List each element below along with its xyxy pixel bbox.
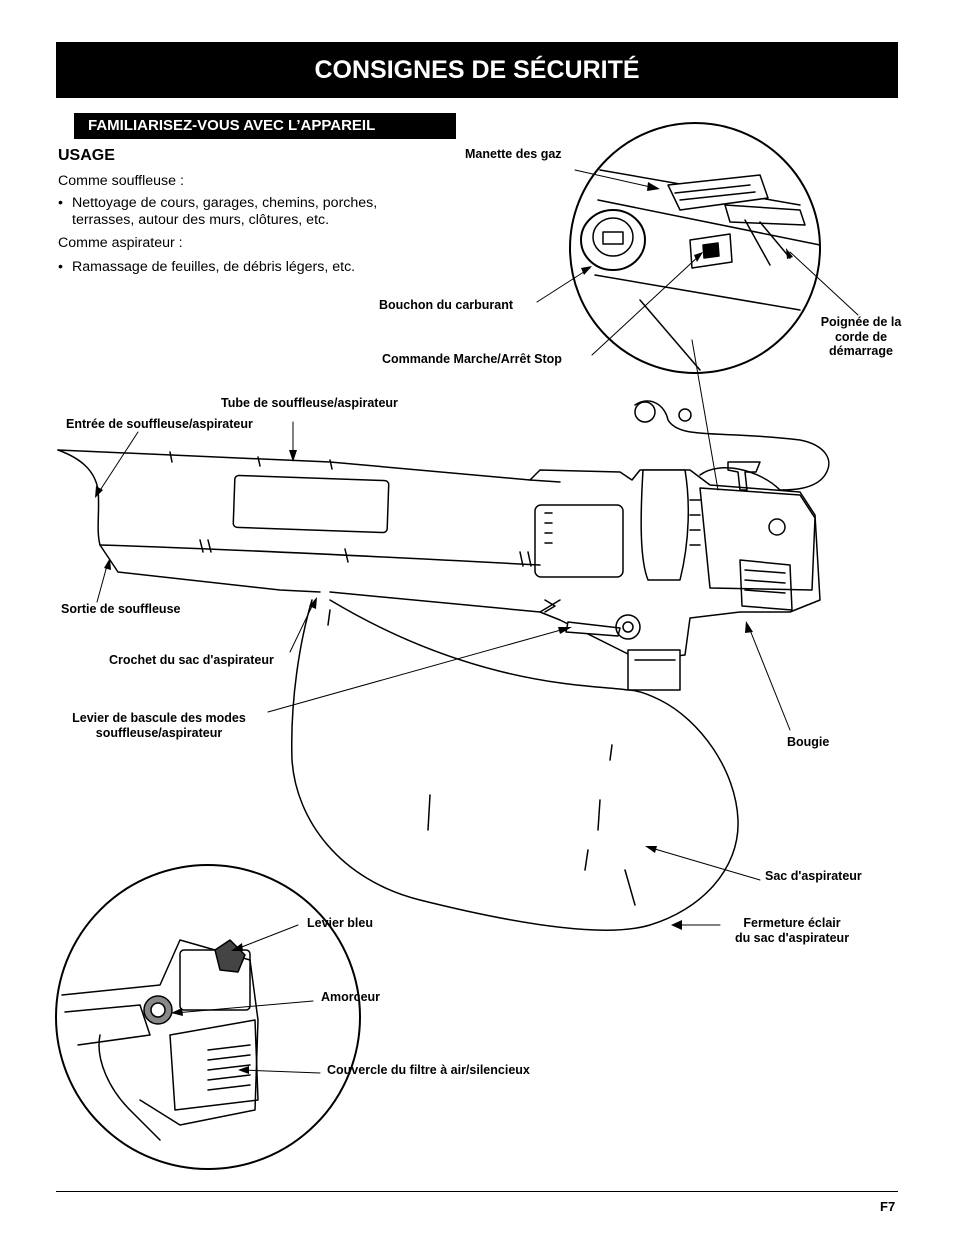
page-title: CONSIGNES DE SÉCURITÉ [56,42,898,98]
label-vacuum-bag: Sac d'aspirateur [765,869,862,883]
bullet-marker: • [58,259,63,275]
label-starter-line1: Poignée de la [820,315,902,329]
label-primer: Amorceur [321,990,381,1004]
vacuum-bullet: • Ramassage de feuilles, de débris léger… [58,259,432,276]
page-number: F7 [880,1199,896,1214]
label-starter-handle: Poignée de la corde de démarrage [810,315,912,359]
label-outlet: Sortie de souffleuse [61,602,181,616]
controls-detail-inset [569,122,821,374]
vacuum-intro: Comme aspirateur : [58,235,183,251]
blower-intro: Comme souffleuse : [58,173,184,189]
usage-heading: USAGE [58,147,115,164]
label-fuel-cap: Bouchon du carburant [379,298,514,312]
bullet-marker: • [58,195,63,211]
label-starter-line3: démarrage [829,344,893,358]
label-mode-lever-line1: Levier de bascule des modes [72,711,246,725]
label-throttle: Manette des gaz [465,147,562,161]
blower-bullet-line2: terrasses, autour des murs, clôtures, et… [72,212,330,228]
label-zipper-line1: Fermeture éclair [743,916,841,930]
engine-side-detail-inset [55,864,361,1170]
label-mode-lever: Levier de bascule des modes souffleuse/a… [56,711,262,740]
label-on-off-switch: Commande Marche/Arrêt Stop [382,352,562,366]
label-mode-lever-line2: souffleuse/aspirateur [95,725,223,740]
label-air-filter-cover: Couvercle du filtre à air/silencieux [327,1063,530,1077]
label-blue-lever: Levier bleu [307,916,373,930]
label-inlet: Entrée de souffleuse/aspirateur [66,417,253,431]
label-bag-hook: Crochet du sac d'aspirateur [109,653,274,667]
label-bag-zipper: Fermeture éclair du sac d'aspirateur [722,916,862,945]
blower-bullet-line1: Nettoyage de cours, garages, chemins, po… [72,195,378,211]
callout-leaders [96,169,859,1074]
blower-tube [57,449,561,613]
blower-bullet: • Nettoyage de cours, garages, chemins, … [58,195,432,229]
label-starter-line2: corde de [834,329,888,344]
label-zipper-line2: du sac d'aspirateur [734,930,850,945]
label-tube: Tube de souffleuse/aspirateur [221,396,398,410]
engine-housing [529,400,830,691]
section-heading: FAMILIARISEZ-VOUS AVEC L’APPAREIL [74,113,456,139]
label-spark-plug: Bougie [787,735,830,749]
vacuum-bag [290,599,739,931]
callout-arrowheads [95,182,793,1074]
vacuum-bullet-text: Ramassage de feuilles, de débris légers,… [72,259,356,275]
footer-divider [56,1191,898,1192]
